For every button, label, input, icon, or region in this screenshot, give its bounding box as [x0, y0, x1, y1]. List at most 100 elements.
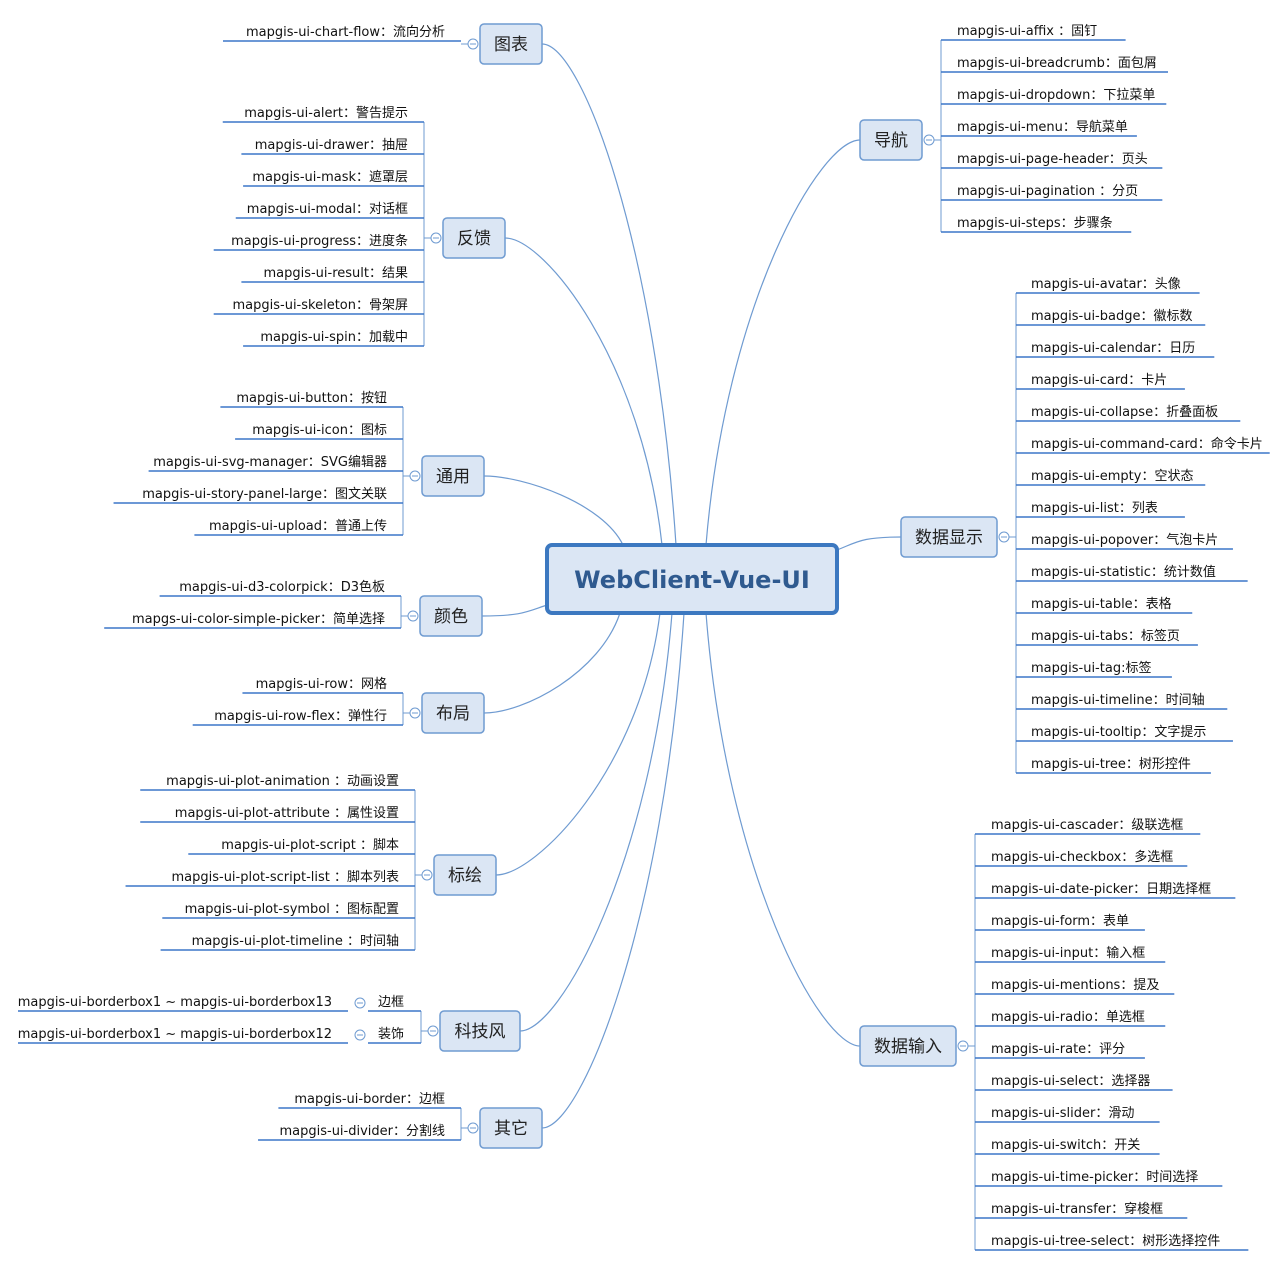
collapse-toggle-icon[interactable]	[923, 134, 935, 146]
list-item[interactable]: mapgis-ui-statistic：统计数值	[1016, 564, 1248, 582]
collapse-toggle-icon[interactable]	[998, 531, 1010, 543]
list-item[interactable]: mapgis-ui-chart-flow：流向分析	[223, 24, 461, 42]
branch-node-box[interactable]	[859, 119, 923, 161]
list-item[interactable]: mapgis-ui-popover：气泡卡片	[1016, 532, 1233, 550]
list-item[interactable]: mapgis-ui-story-panel-large：图文关联	[113, 487, 403, 504]
list-item[interactable]: mapgis-ui-cascader：级联选框	[975, 818, 1201, 835]
list-item[interactable]: mapgis-ui-collapse：折叠面板	[1016, 405, 1241, 422]
list-item[interactable]: mapgis-ui-plot-symbol ：图标配置	[162, 902, 415, 919]
branch-node[interactable]: 数据显示	[900, 516, 998, 558]
list-item[interactable]: mapgis-ui-pagination ：分页	[941, 184, 1163, 201]
branch-node[interactable]: 数据输入	[859, 1025, 957, 1067]
list-item[interactable]: mapgs-ui-color-simple-picker：简单选择	[104, 611, 401, 629]
list-item[interactable]: mapgis-ui-checkbox：多选框	[975, 849, 1188, 867]
list-item[interactable]: mapgis-ui-breadcrumb：面包屑	[941, 56, 1168, 73]
collapse-toggle-icon[interactable]	[467, 38, 479, 50]
root-node[interactable]: WebClient-Vue-UI	[545, 543, 839, 615]
list-item[interactable]: mapgis-ui-timeline：时间轴	[1016, 693, 1228, 710]
list-item[interactable]: mapgis-ui-progress：进度条	[213, 233, 424, 251]
branch-node[interactable]: 导航	[859, 119, 923, 161]
branch-node[interactable]: 通用	[421, 455, 485, 497]
list-item[interactable]: mapgis-ui-input：输入框	[975, 945, 1166, 963]
branch-node[interactable]: 标绘	[433, 854, 497, 896]
list-item[interactable]: mapgis-ui-row-flex：弹性行	[192, 709, 403, 726]
branch-node-box[interactable]	[479, 1107, 543, 1149]
list-item[interactable]: mapgis-ui-transfer：穿梭框	[975, 1201, 1188, 1219]
list-item[interactable]: mapgis-ui-menu：导航菜单	[941, 119, 1137, 137]
list-item[interactable]: mapgis-ui-svg-manager：SVG编辑器	[148, 455, 403, 472]
list-item[interactable]: mapgis-ui-steps：步骤条	[941, 215, 1132, 233]
list-item[interactable]: mapgis-ui-spin：加载中	[243, 330, 424, 347]
branch-node[interactable]: 布局	[421, 692, 485, 734]
list-item[interactable]: mapgis-ui-alert：警告提示	[222, 105, 424, 123]
list-item[interactable]: mapgis-ui-tree-select：树形选择控件	[975, 1234, 1249, 1251]
collapse-toggle-icon[interactable]	[409, 470, 421, 482]
collapse-toggle-icon[interactable]	[430, 232, 442, 244]
list-item[interactable]: mapgis-ui-page-header：页头	[941, 152, 1163, 169]
list-item[interactable]: mapgis-ui-list：列表	[1016, 501, 1185, 518]
list-item[interactable]: mapgis-ui-time-picker：时间选择	[975, 1170, 1223, 1187]
branch-node[interactable]: 反馈	[442, 217, 506, 259]
branch-node-box[interactable]	[442, 217, 506, 259]
collapse-toggle-icon[interactable]	[354, 1029, 366, 1041]
list-item[interactable]: mapgis-ui-d3-colorpick：D3色板	[159, 579, 401, 597]
list-item[interactable]: mapgis-ui-tabs：标签页	[1016, 628, 1198, 646]
list-item[interactable]: mapgis-ui-dropdown：下拉菜单	[941, 88, 1167, 105]
collapse-toggle-icon[interactable]	[427, 1025, 439, 1037]
list-item[interactable]: mapgis-ui-affix ：固钉	[941, 24, 1126, 41]
list-item[interactable]: mapgis-ui-button：按钮	[220, 391, 403, 408]
branch-node-box[interactable]	[479, 23, 543, 65]
branch-node-box[interactable]	[900, 516, 998, 558]
list-item[interactable]: mapgis-ui-select：选择器	[975, 1074, 1173, 1091]
list-item[interactable]: mapgis-ui-icon：图标	[235, 423, 403, 440]
branch-node-box[interactable]	[433, 854, 497, 896]
branch-node-box[interactable]	[439, 1010, 521, 1052]
list-item[interactable]: mapgis-ui-calendar：日历	[1016, 341, 1215, 358]
list-item[interactable]: mapgis-ui-plot-attribute ：属性设置	[140, 806, 415, 823]
list-item[interactable]: mapgis-ui-tag:标签	[1016, 660, 1172, 678]
list-item[interactable]: mapgis-ui-result：结果	[241, 266, 424, 283]
list-item[interactable]: mapgis-ui-row：网格	[242, 676, 403, 694]
list-item[interactable]: mapgis-ui-tooltip：文字提示	[1016, 724, 1233, 742]
collapse-toggle-icon[interactable]	[407, 610, 419, 622]
list-item[interactable]: mapgis-ui-plot-timeline ：时间轴	[160, 934, 415, 951]
root-node-box[interactable]	[545, 543, 839, 615]
list-item[interactable]: mapgis-ui-rate：评分	[975, 1042, 1145, 1059]
list-item[interactable]: mapgis-ui-drawer：抽屉	[241, 138, 424, 155]
branch-node[interactable]: 其它	[479, 1107, 543, 1149]
branch-node[interactable]: 图表	[479, 23, 543, 65]
collapse-toggle-icon[interactable]	[957, 1040, 969, 1052]
list-item[interactable]: mapgis-ui-radio：单选框	[975, 1010, 1166, 1027]
list-item[interactable]: mapgis-ui-plot-script ：脚本	[188, 837, 415, 855]
list-item[interactable]: mapgis-ui-form：表单	[975, 914, 1145, 931]
branch-node-box[interactable]	[421, 455, 485, 497]
list-item[interactable]: mapgis-ui-switch：开关	[975, 1138, 1160, 1155]
list-item[interactable]: mapgis-ui-mask：遮罩层	[243, 169, 424, 187]
list-item[interactable]: mapgis-ui-modal：对话框	[235, 202, 424, 219]
list-item[interactable]: mapgis-ui-mentions：提及	[975, 977, 1175, 995]
collapse-toggle-icon[interactable]	[421, 869, 433, 881]
list-item[interactable]: mapgis-ui-skeleton：骨架屏	[213, 298, 424, 315]
branch-node-box[interactable]	[419, 595, 483, 637]
collapse-toggle-icon[interactable]	[467, 1122, 479, 1134]
branch-node[interactable]: 科技风	[439, 1010, 521, 1052]
branch-node-box[interactable]	[421, 692, 485, 734]
list-item[interactable]: mapgis-ui-slider：滑动	[975, 1106, 1160, 1123]
list-item[interactable]: mapgis-ui-date-picker：日期选择框	[975, 882, 1236, 899]
list-item[interactable]: mapgis-ui-empty：空状态	[1016, 469, 1206, 486]
list-item[interactable]: mapgis-ui-table：表格	[1016, 596, 1193, 614]
list-item[interactable]: mapgis-ui-command-card：命令卡片	[1016, 436, 1270, 454]
list-item[interactable]: mapgis-ui-plot-animation ：动画设置	[140, 774, 415, 791]
branch-node-box[interactable]	[859, 1025, 957, 1067]
list-item[interactable]: mapgis-ui-divider：分割线	[258, 1123, 461, 1141]
list-item[interactable]: mapgis-ui-badge：徽标数	[1016, 309, 1206, 326]
list-item[interactable]: mapgis-ui-border：边框	[278, 1092, 461, 1109]
collapse-toggle-icon[interactable]	[409, 707, 421, 719]
list-item[interactable]: mapgis-ui-avatar：头像	[1016, 277, 1200, 294]
collapse-toggle-icon[interactable]	[354, 997, 366, 1009]
list-item[interactable]: mapgis-ui-card：卡片	[1016, 373, 1185, 390]
list-item[interactable]: mapgis-ui-tree：树形控件	[1016, 757, 1211, 774]
list-item[interactable]: mapgis-ui-plot-script-list ：脚本列表	[125, 869, 415, 887]
